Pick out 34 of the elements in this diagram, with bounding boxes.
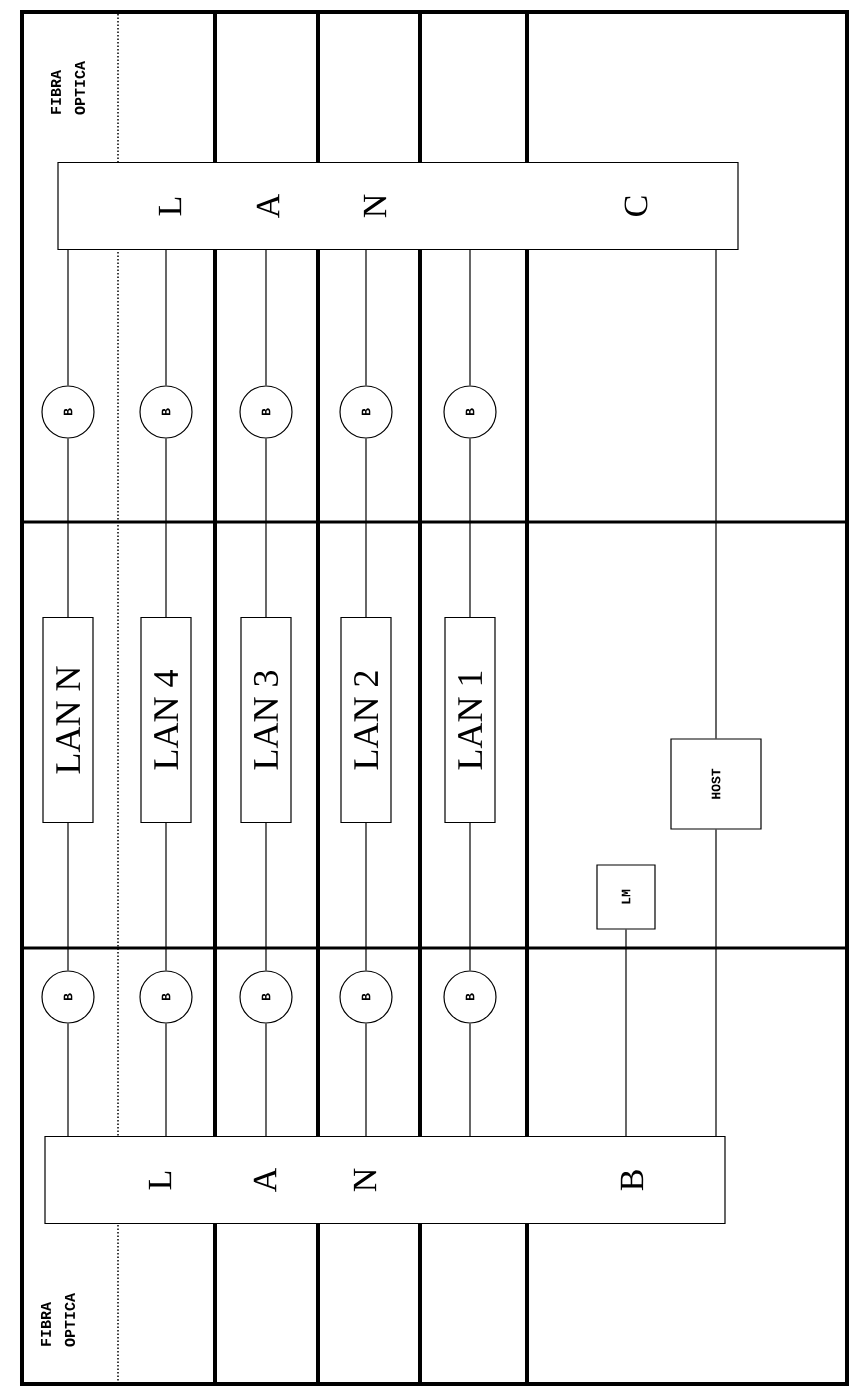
lan-box: LAN 2 bbox=[340, 616, 392, 824]
lan-box: LAN 4 bbox=[140, 616, 192, 824]
connector-line bbox=[165, 1023, 167, 1137]
connector-line bbox=[365, 822, 367, 971]
connector-line bbox=[67, 1023, 69, 1137]
connector-line bbox=[469, 438, 471, 618]
connector-line bbox=[469, 1023, 471, 1137]
connector-line bbox=[265, 1023, 267, 1137]
connector-line bbox=[265, 438, 267, 618]
lan-box: LAN 3 bbox=[240, 616, 292, 824]
connector-line bbox=[469, 249, 471, 386]
fiber-label: FIBRA OPTICA bbox=[41, 1293, 75, 1347]
connector-line bbox=[165, 822, 167, 971]
backbone-box: L A N C bbox=[57, 161, 739, 251]
connector-line bbox=[67, 822, 69, 971]
connector-line bbox=[365, 438, 367, 618]
connector-line bbox=[165, 438, 167, 618]
backbone-box: L A N B bbox=[44, 1135, 726, 1225]
connector-line bbox=[715, 829, 717, 1137]
connector-line bbox=[715, 249, 717, 739]
connector-line bbox=[165, 249, 167, 386]
fiber-label: FIBRA OPTICA bbox=[51, 61, 85, 115]
connector-line bbox=[365, 1023, 367, 1137]
device-box: LM bbox=[596, 864, 656, 930]
connector-line bbox=[67, 438, 69, 618]
connector-line bbox=[469, 822, 471, 971]
connector-line bbox=[625, 929, 627, 1137]
lan-box: LAN 1 bbox=[444, 616, 496, 824]
device-box: HOST bbox=[670, 738, 762, 830]
connector-line bbox=[265, 822, 267, 971]
connector-line bbox=[265, 249, 267, 386]
connector-line bbox=[67, 249, 69, 386]
lan-box: LAN N bbox=[42, 616, 94, 824]
connector-line bbox=[365, 249, 367, 386]
